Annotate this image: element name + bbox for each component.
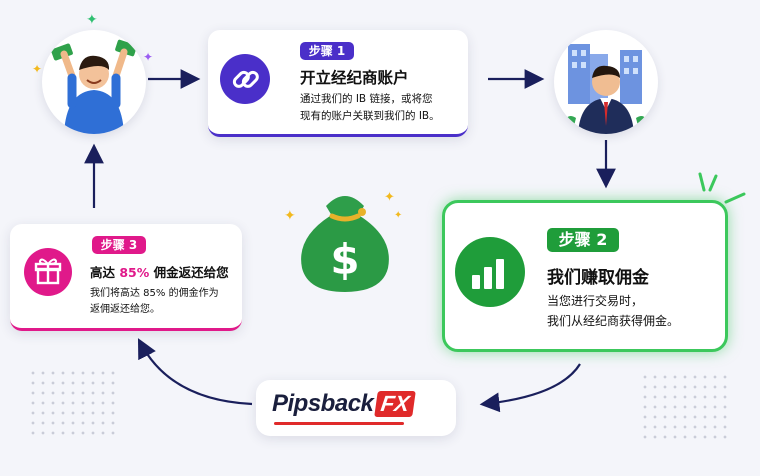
broker-illustration [554, 30, 658, 134]
step-1-card: 步骤 1 开立经纪商账户 通过我们的 IB 链接，或将您 现有的账户关联到我们的… [208, 30, 468, 137]
step-3-badge: 步骤 3 [92, 236, 146, 254]
sparkle-icon: ✦ [394, 210, 403, 221]
step-2-badge: 步骤 2 [547, 228, 619, 252]
arrow-step2-to-logo [479, 363, 581, 413]
arrow-logo-to-step3 [137, 338, 253, 406]
step-3-desc-line1: 我们将高达 85% 的佣金作为 [90, 288, 219, 299]
dot-pattern-left [28, 368, 118, 438]
sparkle-icon: ✦ [284, 208, 296, 224]
money-bag-illustration: $ [290, 176, 400, 296]
step-2-card: 步骤 2 我们赚取佣金 当您进行交易时， 我们从经纪商获得佣金。 [442, 200, 728, 352]
money-bag-icon: $ [301, 196, 389, 292]
step-3-title-prefix: 高达 [90, 265, 120, 280]
bar-chart-icon [455, 237, 525, 307]
sparkle-icon: ✦ [384, 190, 395, 205]
sparkle-icon: ✦ [32, 62, 43, 76]
logo-text-fx: FX [374, 391, 417, 417]
step-3-title: 高达 85% 佣金返还给您 [90, 262, 229, 281]
step-3-desc-line2: 返佣返还给您。 [90, 304, 160, 315]
sparkle-icon: ✦ [86, 12, 98, 28]
logo-text-pipsback: Pipsback [272, 390, 374, 417]
svg-text:$: $ [330, 235, 359, 284]
businessman-office-icon [562, 44, 650, 134]
step-2-desc-line2: 我们从经纪商获得佣金。 [547, 314, 680, 328]
step-1-desc-line1: 通过我们的 IB 链接，或将您 [300, 93, 433, 105]
link-icon [220, 54, 270, 104]
dot-pattern-right [640, 372, 730, 442]
gift-icon [24, 248, 72, 296]
happy-trader-illustration [42, 30, 146, 134]
step-3-title-highlight: 85% [119, 265, 150, 280]
step-3-card: 步骤 3 高达 85% 佣金返还给您 我们将高达 85% 的佣金作为 返佣返还给… [10, 224, 242, 331]
step-2-desc-line1: 当您进行交易时， [547, 294, 644, 308]
celebrating-person-icon [51, 39, 137, 134]
highlight-rays-icon [698, 172, 746, 204]
logo-underline [274, 422, 404, 425]
sparkle-icon: ✦ [143, 50, 154, 64]
step-1-badge: 步骤 1 [300, 42, 354, 60]
step-2-title: 我们赚取佣金 [547, 268, 649, 288]
step-1-desc-line2: 现有的账户关联到我们的 IB。 [300, 110, 440, 122]
step-3-title-suffix: 佣金返还给您 [149, 265, 229, 280]
step-1-title: 开立经纪商账户 [300, 69, 409, 87]
